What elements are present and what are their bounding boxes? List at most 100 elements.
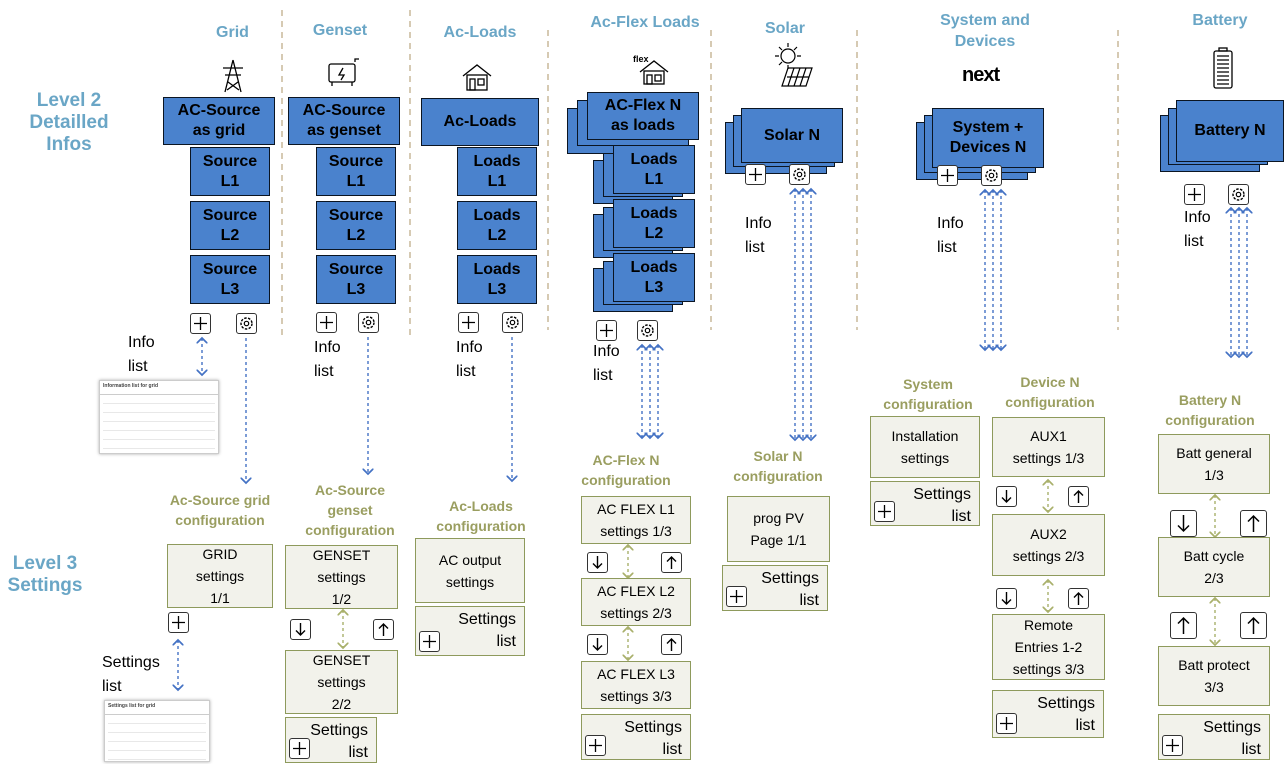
flex-settings-list[interactable]: Settings list — [581, 714, 691, 760]
system-settings-button[interactable] — [981, 165, 1002, 186]
plus-icon-button[interactable] — [1162, 735, 1183, 756]
flex-up-button-2[interactable] — [661, 634, 682, 655]
plus-icon-button[interactable] — [419, 631, 440, 652]
device-up-button-1[interactable] — [1068, 486, 1089, 507]
genset-info-button[interactable] — [316, 312, 337, 333]
battery-up-button-1[interactable] — [1240, 510, 1267, 537]
battery-info-list-label: Info list — [1184, 209, 1211, 250]
batt-protect-box[interactable]: Batt protect 3/3 — [1158, 646, 1270, 706]
remote-entries-settings-box[interactable]: Remote Entries 1-2 settings 3/3 — [992, 614, 1105, 680]
loads-l1-box[interactable]: Loads L1 — [457, 147, 537, 196]
grid-source-l3-box[interactable]: Source L3 — [190, 255, 270, 304]
ac-source-genset-box[interactable]: AC-Source as genset — [288, 97, 400, 145]
solar-n-box[interactable]: Solar N — [741, 108, 843, 163]
flex-l2-settings-box[interactable]: AC FLEX L2 settings 2/3 — [581, 578, 691, 626]
flex-l3-settings-box[interactable]: AC FLEX L3 settings 3/3 — [581, 661, 691, 709]
gear-icon — [362, 316, 375, 329]
info-list-thumbnail-title: Information list for grid — [100, 381, 218, 395]
genset-settings-1-box[interactable]: GENSET settings 1/2 — [285, 545, 398, 609]
plus-icon-button[interactable] — [874, 501, 895, 522]
grid-source-l1-box[interactable]: Source L1 — [190, 147, 270, 196]
battery-info-button[interactable] — [1184, 184, 1205, 205]
genset-source-l1-box[interactable]: Source L1 — [316, 147, 396, 196]
device-settings-list[interactable]: Settings list — [992, 690, 1104, 738]
flex-up-button-1[interactable] — [661, 552, 682, 573]
plus-icon-button[interactable] — [726, 586, 747, 607]
genset-settings-list[interactable]: Settings list — [285, 717, 377, 763]
grid-settings-box[interactable]: GRID settings 1/1 — [167, 544, 273, 608]
plus-icon — [172, 616, 185, 629]
plus-icon — [293, 742, 306, 755]
aux2-settings-box[interactable]: AUX2 settings 2/3 — [992, 514, 1105, 576]
genset-source-l2-box[interactable]: Source L2 — [316, 201, 396, 250]
flex-logo-text: flex — [633, 54, 649, 64]
genset-settings-button[interactable] — [358, 312, 379, 333]
batt-cycle-box[interactable]: Batt cycle 2/3 — [1158, 537, 1270, 597]
flex-l1-settings-box[interactable]: AC FLEX L1 settings 1/3 — [581, 496, 691, 544]
device-down-button-1[interactable] — [996, 486, 1017, 507]
flex-settings-button[interactable] — [637, 320, 658, 341]
generator-icon — [328, 58, 359, 86]
aux1-settings-box[interactable]: AUX1 settings 1/3 — [992, 417, 1105, 477]
flex-house-icon — [639, 60, 669, 85]
arrow-up-icon — [666, 556, 677, 569]
loads-l3-box[interactable]: Loads L3 — [457, 255, 537, 304]
arrow-up-icon — [1247, 514, 1260, 532]
column-title-battery: Battery — [1192, 12, 1248, 29]
info-list-thumbnail: Information list for grid — [99, 380, 219, 454]
device-down-button-2[interactable] — [996, 588, 1017, 609]
battery-settings-button[interactable] — [1228, 184, 1249, 205]
battery-icon — [1213, 47, 1233, 89]
flex-down-button-1[interactable] — [587, 552, 608, 573]
flex-loads-l3-box[interactable]: Loads L3 — [613, 253, 695, 302]
batt-general-box[interactable]: Batt general 1/3 — [1158, 434, 1270, 494]
gear-icon — [506, 316, 519, 329]
device-up-button-2[interactable] — [1068, 588, 1089, 609]
plus-icon-button[interactable] — [585, 735, 606, 756]
grid-settings-list-button[interactable] — [168, 612, 189, 633]
ac-loads-box[interactable]: Ac-Loads — [421, 98, 539, 146]
genset-up-button[interactable] — [373, 619, 394, 640]
ac-flex-loads-box[interactable]: AC-Flex N as loads — [587, 92, 699, 140]
arrow-down-icon — [1001, 490, 1012, 503]
solar-settings-button[interactable] — [789, 164, 810, 185]
loads-info-button[interactable] — [458, 312, 479, 333]
gear-icon — [240, 317, 253, 330]
flex-down-button-2[interactable] — [587, 634, 608, 655]
arrow-up-icon — [378, 623, 389, 636]
level-3-label: Level 3 Settings — [7, 553, 83, 596]
gear-icon — [641, 324, 654, 337]
system-settings-list[interactable]: Settings list — [870, 481, 980, 526]
prog-pv-box[interactable]: prog PV Page 1/1 — [727, 496, 830, 562]
system-info-button[interactable] — [937, 165, 958, 186]
flex-info-button[interactable] — [596, 320, 617, 341]
battery-up-button-2[interactable] — [1170, 612, 1197, 639]
plus-icon — [462, 316, 475, 329]
genset-settings-2-box[interactable]: GENSET settings 2/2 — [285, 650, 398, 714]
settings-list-label: Settings list — [624, 719, 682, 758]
flex-loads-l1-box[interactable]: Loads L1 — [613, 145, 695, 194]
solar-settings-list[interactable]: Settings list — [722, 565, 828, 611]
solar-info-button[interactable] — [745, 164, 766, 185]
plus-icon-button[interactable] — [996, 713, 1017, 734]
genset-source-l3-box[interactable]: Source L3 — [316, 255, 396, 304]
column-title-solar: Solar — [764, 20, 805, 37]
grid-info-button[interactable] — [190, 313, 211, 334]
ac-source-grid-box[interactable]: AC-Source as grid — [163, 97, 275, 145]
battery-n-box[interactable]: Battery N — [1176, 100, 1284, 162]
battery-up-button-3[interactable] — [1240, 612, 1267, 639]
grid-source-l2-box[interactable]: Source L2 — [190, 201, 270, 250]
grid-settings-button[interactable] — [236, 313, 257, 334]
arrow-up-icon — [1177, 616, 1190, 634]
plus-icon-button[interactable] — [289, 738, 310, 759]
loads-settings-button[interactable] — [502, 312, 523, 333]
battery-settings-list[interactable]: Settings list — [1158, 714, 1270, 760]
installation-settings-box[interactable]: Installation settings — [870, 416, 980, 478]
genset-down-button[interactable] — [290, 619, 311, 640]
ac-output-settings-box[interactable]: AC output settings — [415, 538, 525, 603]
loads-settings-list[interactable]: Settings list — [415, 606, 525, 656]
flex-loads-l2-box[interactable]: Loads L2 — [613, 199, 695, 248]
battery-down-button[interactable] — [1170, 510, 1197, 537]
loads-l2-box[interactable]: Loads L2 — [457, 201, 537, 250]
